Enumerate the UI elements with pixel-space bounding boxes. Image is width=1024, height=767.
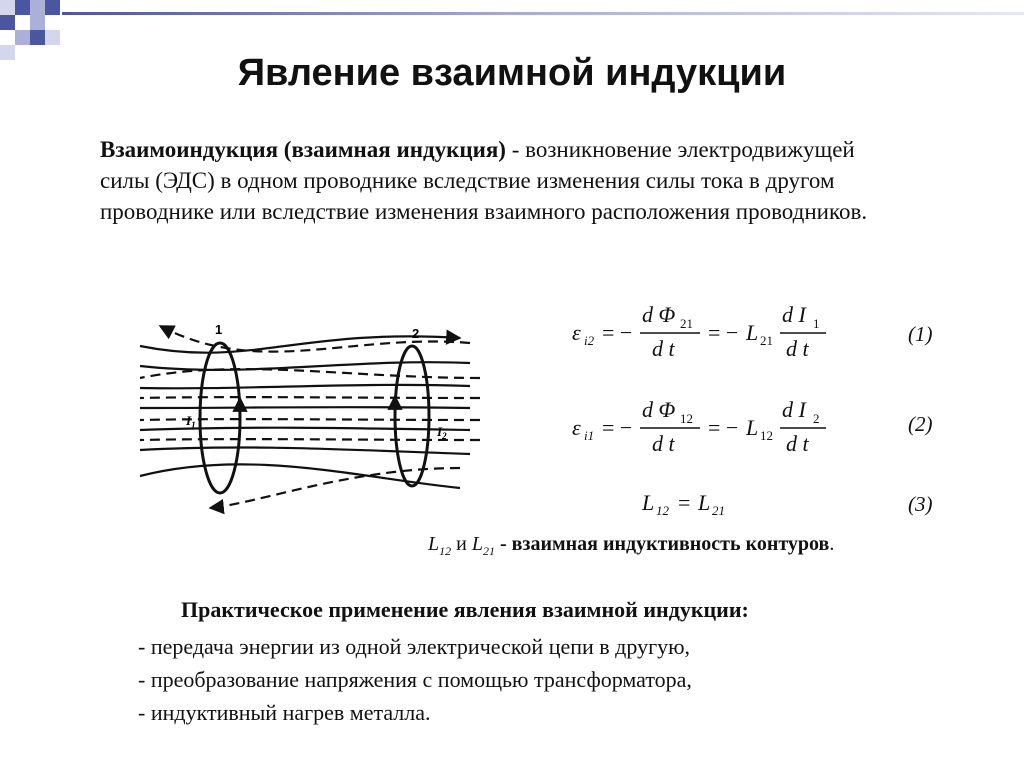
svg-text:d I: d I xyxy=(782,302,808,327)
current-1-label: I1 xyxy=(185,413,196,430)
equation-1-number: (1) xyxy=(908,322,933,346)
field-line xyxy=(139,383,471,390)
svg-text:d t: d t xyxy=(786,431,810,456)
deco-square xyxy=(0,15,15,30)
svg-text:= −: = − xyxy=(708,320,738,345)
deco-square xyxy=(30,15,45,30)
field-line xyxy=(139,406,471,410)
svg-text:i1: i1 xyxy=(584,428,594,443)
svg-text:= −: = − xyxy=(708,415,738,440)
definition-term: Взаимоиндукция (взаимная индукция) xyxy=(100,137,506,162)
svg-text:= −: = − xyxy=(602,415,632,440)
field-line xyxy=(139,446,471,456)
svg-text:1: 1 xyxy=(813,316,820,331)
svg-text:L: L xyxy=(697,490,710,515)
svg-text:12: 12 xyxy=(656,503,670,518)
svg-text:d Φ: d Φ xyxy=(642,397,676,422)
svg-text:2: 2 xyxy=(813,411,820,426)
svg-text:i2: i2 xyxy=(584,333,595,348)
header-rule xyxy=(62,12,1024,15)
deco-square xyxy=(30,0,45,15)
svg-text:12: 12 xyxy=(760,428,773,443)
loop-1 xyxy=(198,341,242,495)
slide-title: Явление взаимной индукции xyxy=(237,52,787,94)
svg-text:ε: ε xyxy=(572,415,581,440)
field-line xyxy=(139,329,462,354)
deco-square xyxy=(15,0,30,15)
field-line xyxy=(139,426,471,432)
svg-text:d I: d I xyxy=(782,397,808,422)
svg-text:d t: d t xyxy=(652,431,676,456)
svg-text:=: = xyxy=(678,490,690,515)
field-line-dashed xyxy=(158,325,471,353)
field-line-dashed xyxy=(208,466,461,515)
loop-2-label: 2 xyxy=(412,326,419,341)
svg-text:= −: = − xyxy=(602,320,632,345)
equation-3-number: (3) xyxy=(908,492,933,516)
inductance-note: L12 и L21 - взаимная индуктивность конту… xyxy=(428,533,835,558)
svg-text:L: L xyxy=(745,415,758,440)
list-item: - передача энергии из одной электрическо… xyxy=(138,634,691,659)
svg-text:L: L xyxy=(641,490,654,515)
deco-square xyxy=(0,45,15,60)
deco-square xyxy=(45,0,60,15)
deco-square xyxy=(15,30,30,45)
field-line-dashed xyxy=(139,368,480,380)
field-line xyxy=(139,463,461,490)
applications-title: Практическое применение явления взаимной… xyxy=(181,597,749,622)
deco-square xyxy=(0,0,15,15)
mutual-induction-figure: 1 2 I1 I2 xyxy=(139,322,480,515)
field-line xyxy=(139,361,471,371)
svg-text:d t: d t xyxy=(786,336,810,361)
list-item: - преобразование напряжения с помощью тр… xyxy=(138,667,692,692)
svg-text:21: 21 xyxy=(760,333,773,348)
definition-paragraph: Взаимоиндукция (взаимная индукция) - воз… xyxy=(100,134,880,227)
loop-2 xyxy=(393,344,431,488)
deco-square xyxy=(30,30,45,45)
svg-text:d Φ: d Φ xyxy=(642,302,676,327)
svg-text:21: 21 xyxy=(712,503,725,518)
svg-text:21: 21 xyxy=(680,316,693,331)
list-item: - индуктивный нагрев металла. xyxy=(138,700,431,725)
field-line-dashed xyxy=(139,438,480,442)
svg-text:L: L xyxy=(745,320,758,345)
svg-text:d t: d t xyxy=(652,336,676,361)
equation-2-number: (2) xyxy=(908,412,933,436)
applications-list: - передача энергии из одной электрическо… xyxy=(138,630,692,729)
loop-1-label: 1 xyxy=(215,322,222,337)
svg-text:12: 12 xyxy=(680,411,693,426)
definition-text: - возникновение электродвижущей силы (ЭД… xyxy=(100,137,868,224)
deco-square xyxy=(45,30,60,45)
svg-text:ε: ε xyxy=(572,320,581,345)
current-2-label: I2 xyxy=(436,424,447,441)
